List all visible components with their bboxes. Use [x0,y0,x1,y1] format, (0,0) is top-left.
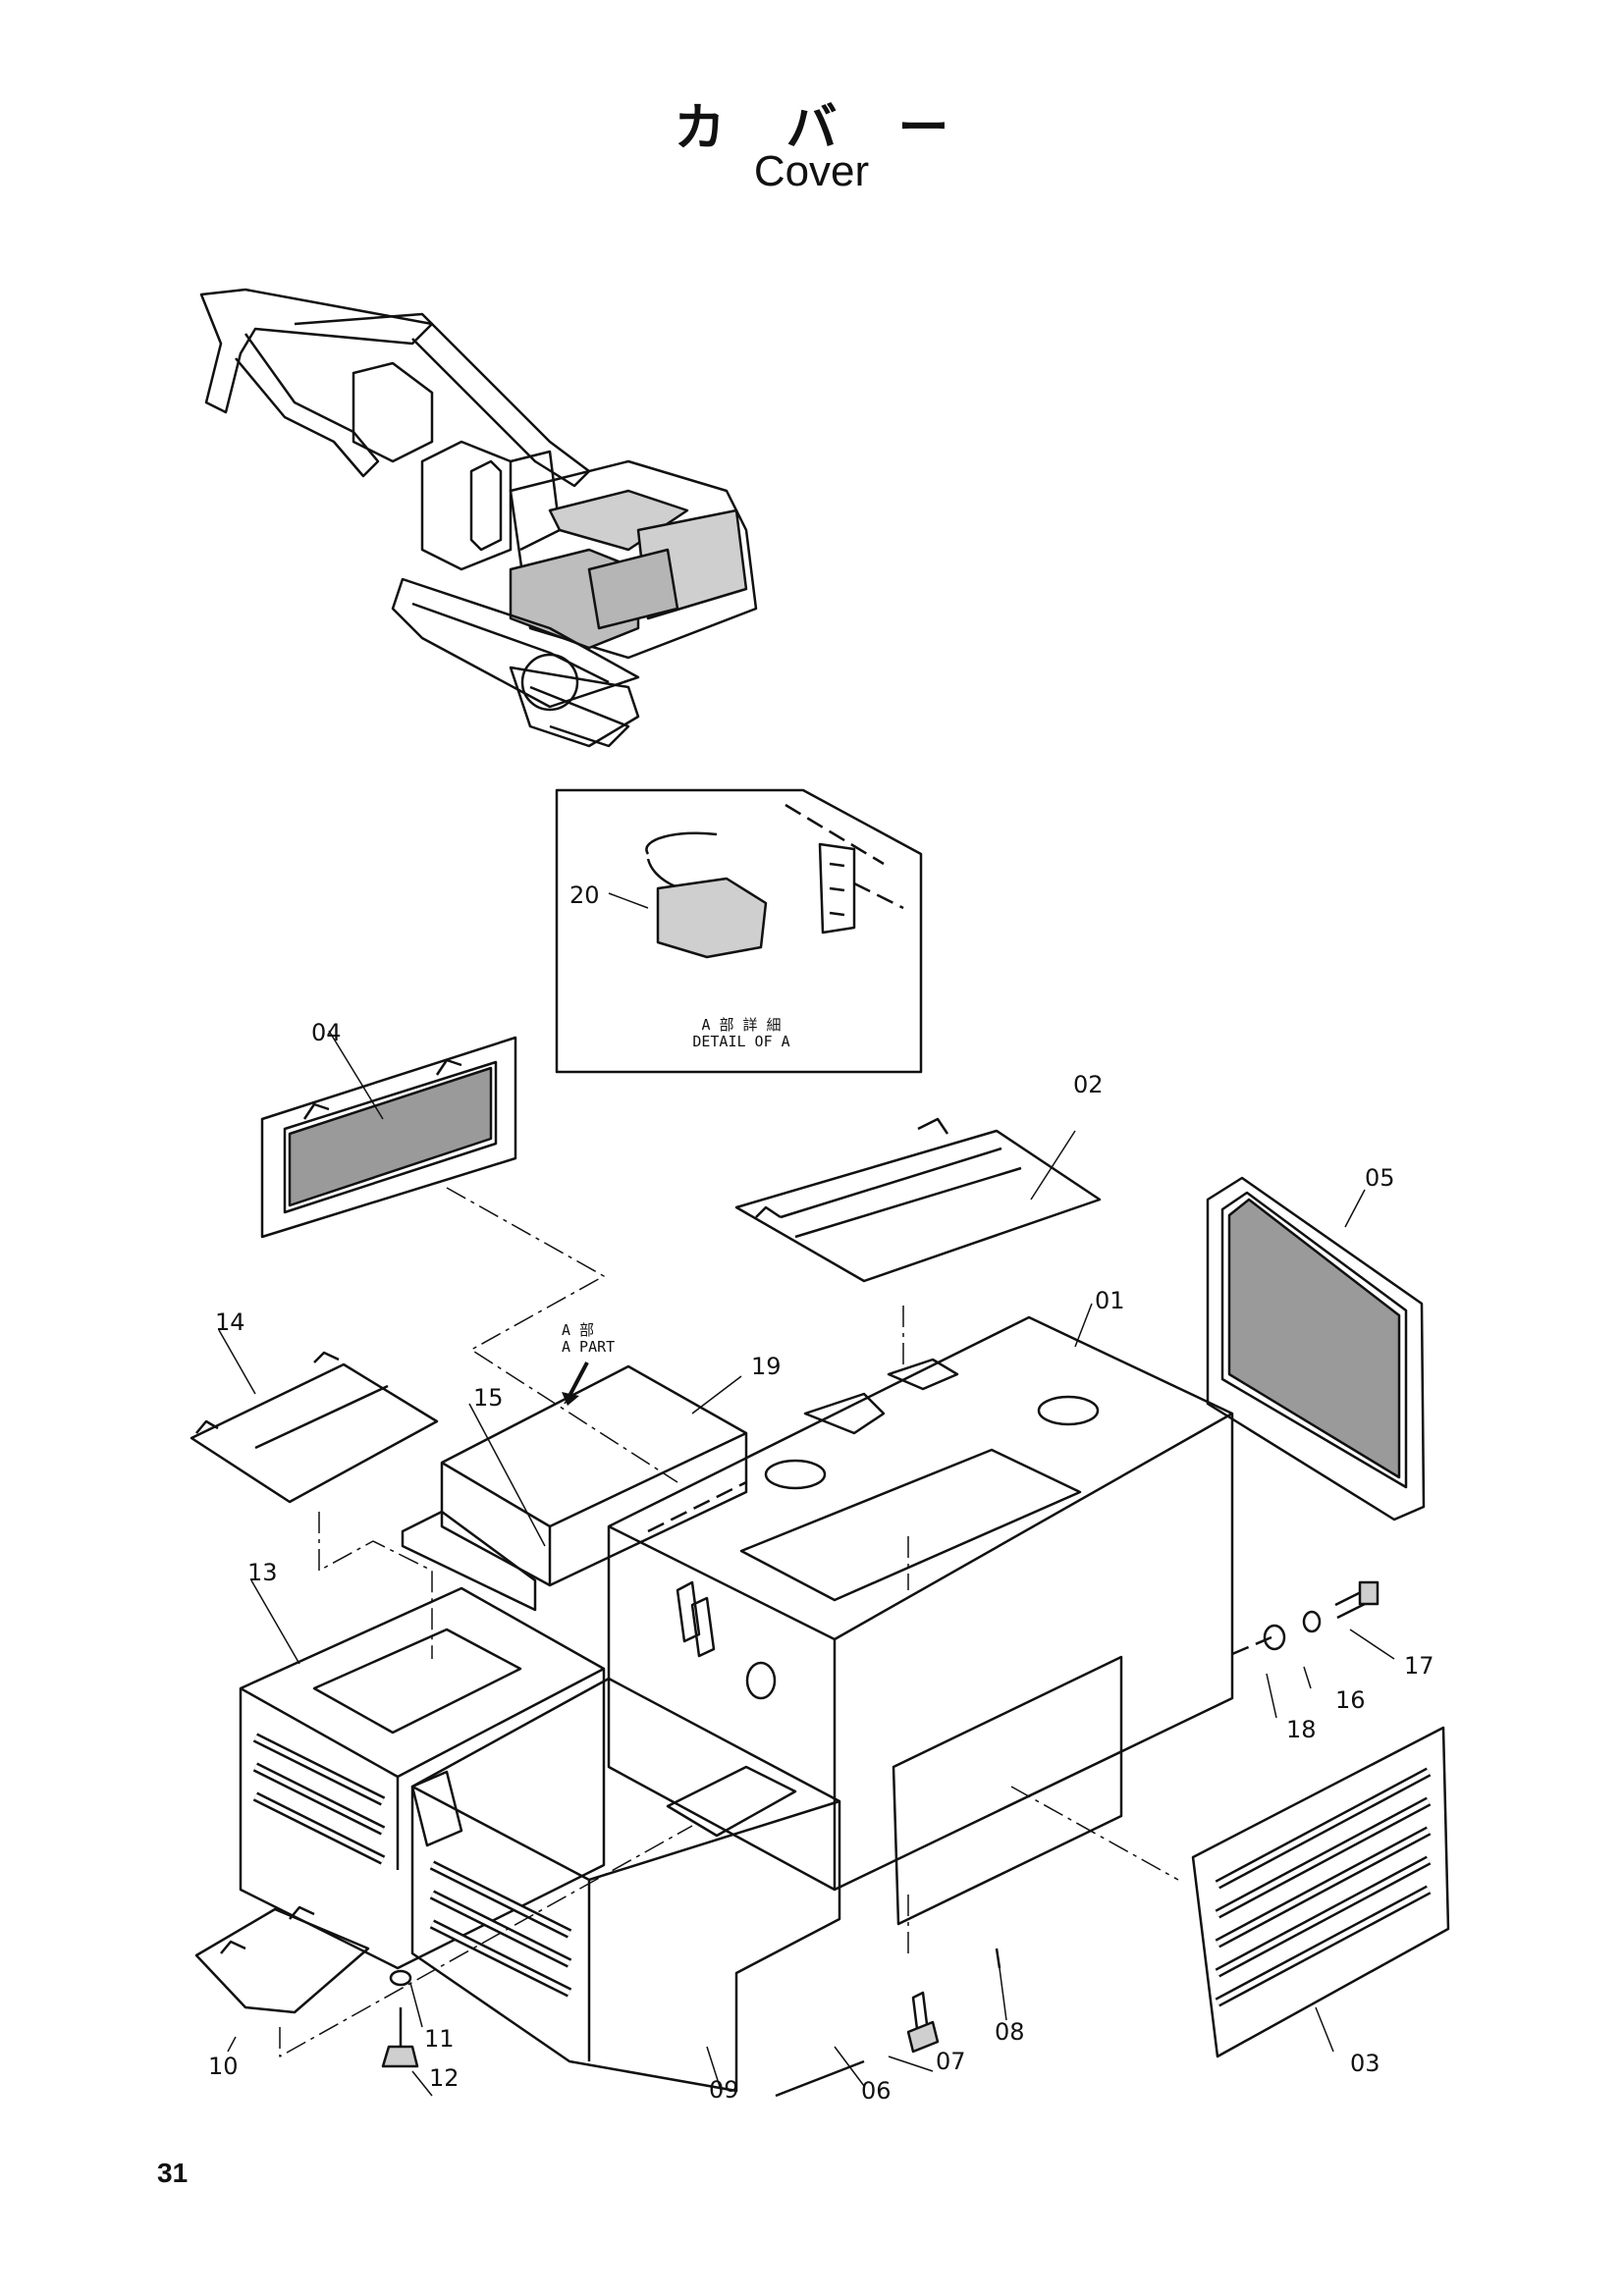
part-label-01: 01 [1095,1287,1125,1314]
page-title-english: Cover [753,147,870,195]
part-05-mesh-panel [1206,1176,1426,1522]
part-label-03: 03 [1350,2050,1380,2077]
part-label-08: 08 [995,2018,1025,2046]
hardware-washer-bolt [381,1969,419,2068]
part-label-07: 07 [936,2048,966,2075]
part-01-main-cover [607,1315,1234,1926]
part-02-top-panel [734,1117,1102,1283]
part-label-11: 11 [424,2025,455,2053]
part-14-cover-panel [189,1351,439,1504]
part-label-10: 10 [208,2053,239,2080]
part-label-17: 17 [1404,1652,1434,1680]
part-label-12: 12 [429,2064,460,2092]
assembly-lines [279,1187,1179,2057]
part-04-mesh-panel [260,1036,517,1239]
part-label-18: 18 [1286,1716,1317,1743]
part-label-06: 06 [861,2077,892,2105]
part-label-09: 09 [709,2076,739,2104]
detail-of-a-panel [555,788,923,1074]
part-label-19: 19 [751,1353,782,1380]
detail-caption-japanese: A 部 詳 細 [701,1016,782,1034]
leader-lines [218,892,1395,2097]
hardware-bolt-washers [1231,1580,1380,1656]
page-title-japanese: カバー [674,99,1010,158]
part-09-lower-cover [410,1677,841,2093]
part-03-louver-panel [1191,1726,1450,2058]
a-part-label-japanese: A 部 [562,1321,595,1339]
part-label-16: 16 [1335,1686,1366,1714]
part-label-02: 02 [1073,1071,1104,1098]
part-label-14: 14 [215,1308,245,1336]
part-label-20: 20 [569,881,600,909]
part-13-side-cover [239,1586,606,1970]
a-part-label-english: A PART [562,1338,616,1356]
part-label-04: 04 [311,1019,342,1046]
part-label-13: 13 [247,1559,278,1586]
page-number: 31 [157,2158,189,2188]
part-label-15: 15 [473,1384,504,1412]
detail-caption-english: DETAIL OF A [692,1033,790,1050]
a-part-arrow-icon [562,1362,589,1406]
part-19-cover-box [401,1364,748,1612]
hardware-pin-latch [775,1948,1001,2098]
part-label-05: 05 [1365,1164,1395,1192]
excavator-illustration [199,288,758,748]
part-10-cover-plate [194,1905,370,2014]
